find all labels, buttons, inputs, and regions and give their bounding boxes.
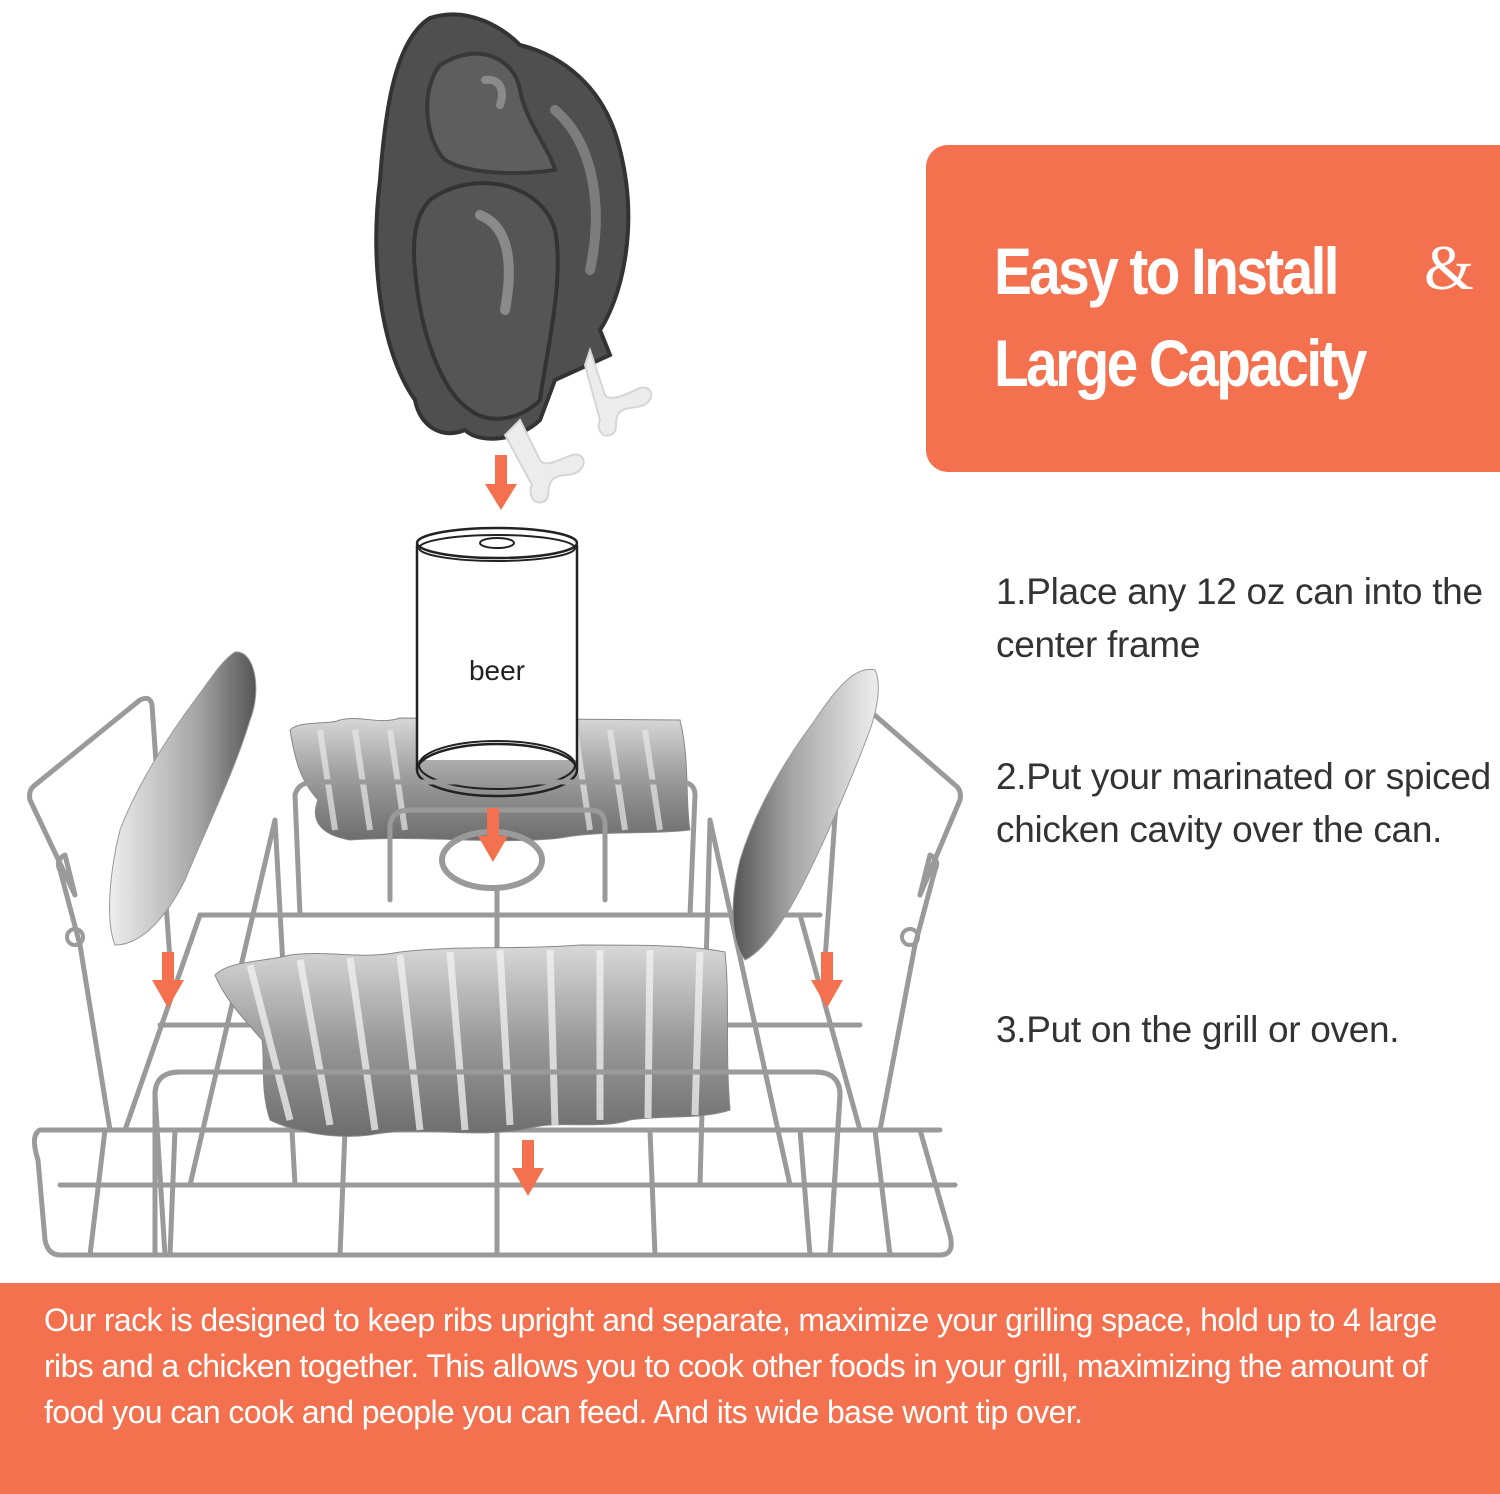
footer-banner: Our rack is designed to keep ribs uprigh… (0, 1283, 1500, 1494)
footer-description: Our rack is designed to keep ribs uprigh… (44, 1302, 1437, 1430)
chicken-icon (374, 12, 653, 504)
title-line-2: Large Capacity (994, 326, 1367, 400)
arrow-down-icon (478, 808, 508, 862)
title-card: Easy to Install & Large Capacity (926, 145, 1500, 472)
ampersand-glyph: & (1424, 232, 1474, 303)
arrow-down-icon (152, 952, 184, 1008)
step-3: 3.Put on the grill or oven. (996, 1009, 1400, 1050)
title-line-1: Easy to Install (994, 234, 1340, 308)
arrow-down-icon (512, 1140, 544, 1196)
ribs-front (152, 944, 843, 1256)
arrow-down-icon (485, 455, 517, 510)
can-label: beer (469, 655, 525, 686)
ribs-left (109, 651, 257, 946)
arrow-down-icon (811, 952, 843, 1008)
step-2: 2.Put your marinated or spiced chicken c… (996, 756, 1491, 850)
product-illustration: beer (27, 12, 963, 1258)
step-1: 1.Place any 12 oz can into the center fr… (996, 571, 1483, 665)
ribs-right (732, 668, 879, 961)
beer-can: beer (415, 526, 579, 798)
